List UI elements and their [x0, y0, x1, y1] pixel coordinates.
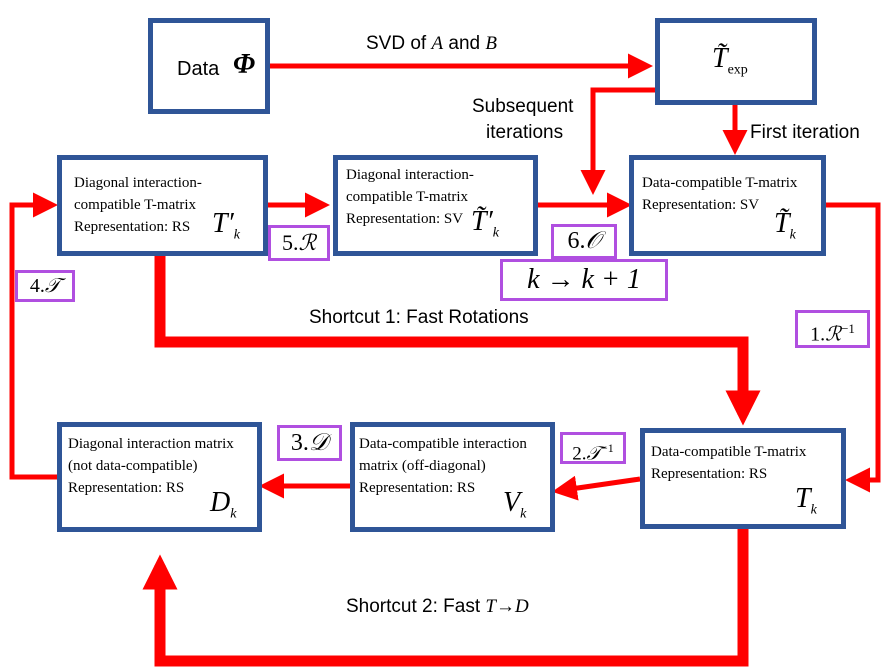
step6-tag: 6.𝒪 [551, 224, 617, 259]
step2-tag: 2.𝒯−1 [560, 432, 626, 464]
d-k-symbol: Dk [210, 487, 237, 522]
data-box: Data Φ [148, 18, 270, 114]
step1-tag: 1.ℛ−1 [795, 310, 870, 348]
diag-t-rs-text: Diagonal interaction- compatible T-matri… [74, 175, 202, 235]
step5-tag: 5.ℛ [268, 225, 330, 261]
step4-tag: 4.𝒯 [15, 270, 75, 302]
data-t-rs-box: Data-compatible T-matrix Representation:… [640, 428, 846, 529]
diag-t-sv-box: Diagonal interaction- compatible T-matri… [333, 155, 538, 256]
data-int-text: Data-compatible interaction matrix (off-… [359, 436, 527, 496]
phi-symbol: Φ [233, 49, 256, 80]
subsequent-iterations-label: Subsequent iterations [472, 96, 574, 143]
arrow-step1 [826, 202, 881, 493]
data-t-sv-text: Data-compatible T-matrix Representation:… [642, 175, 798, 213]
t-k-symbol: Tk [795, 483, 817, 518]
data-t-sv-box: Data-compatible T-matrix Representation:… [629, 155, 826, 256]
t-prime-k-symbol: T′k [212, 208, 240, 243]
t-tilde-k-symbol: T̃k [774, 208, 796, 243]
data-int-box: Data-compatible interaction matrix (off-… [350, 422, 555, 532]
data-label: Data [177, 58, 220, 80]
svd-label: SVD of A and B [366, 33, 497, 54]
data-t-rs-text: Data-compatible T-matrix Representation:… [651, 444, 807, 482]
t-tilde-prime-k-symbol: T̃′k [471, 206, 499, 241]
arrow-step4 [9, 192, 58, 480]
increment-tag: k → k + 1 [500, 259, 668, 301]
arrow-shortcut1 [154, 255, 761, 426]
arrow-step2 [552, 475, 641, 501]
diag-int-text: Diagonal interaction matrix (not data-co… [68, 436, 234, 496]
shortcut2-label: Shortcut 2: Fast T→D [346, 596, 529, 617]
v-k-symbol: Vk [503, 487, 527, 522]
shortcut1-label: Shortcut 1: Fast Rotations [309, 307, 529, 328]
t-exp-symbol: T̃exp [712, 43, 748, 78]
step3-tag: 3.𝒟 [277, 425, 342, 461]
arrow-shortcut2 [142, 527, 749, 667]
first-iteration-label: First iteration [750, 122, 860, 143]
arrow-subsequent-iterations [580, 87, 656, 195]
diag-t-sv-text: Diagonal interaction- compatible T-matri… [346, 167, 474, 227]
t-exp-box: T̃exp [655, 18, 817, 105]
diag-t-rs-box: Diagonal interaction- compatible T-matri… [57, 155, 268, 256]
diag-int-box: Diagonal interaction matrix (not data-co… [57, 422, 262, 532]
